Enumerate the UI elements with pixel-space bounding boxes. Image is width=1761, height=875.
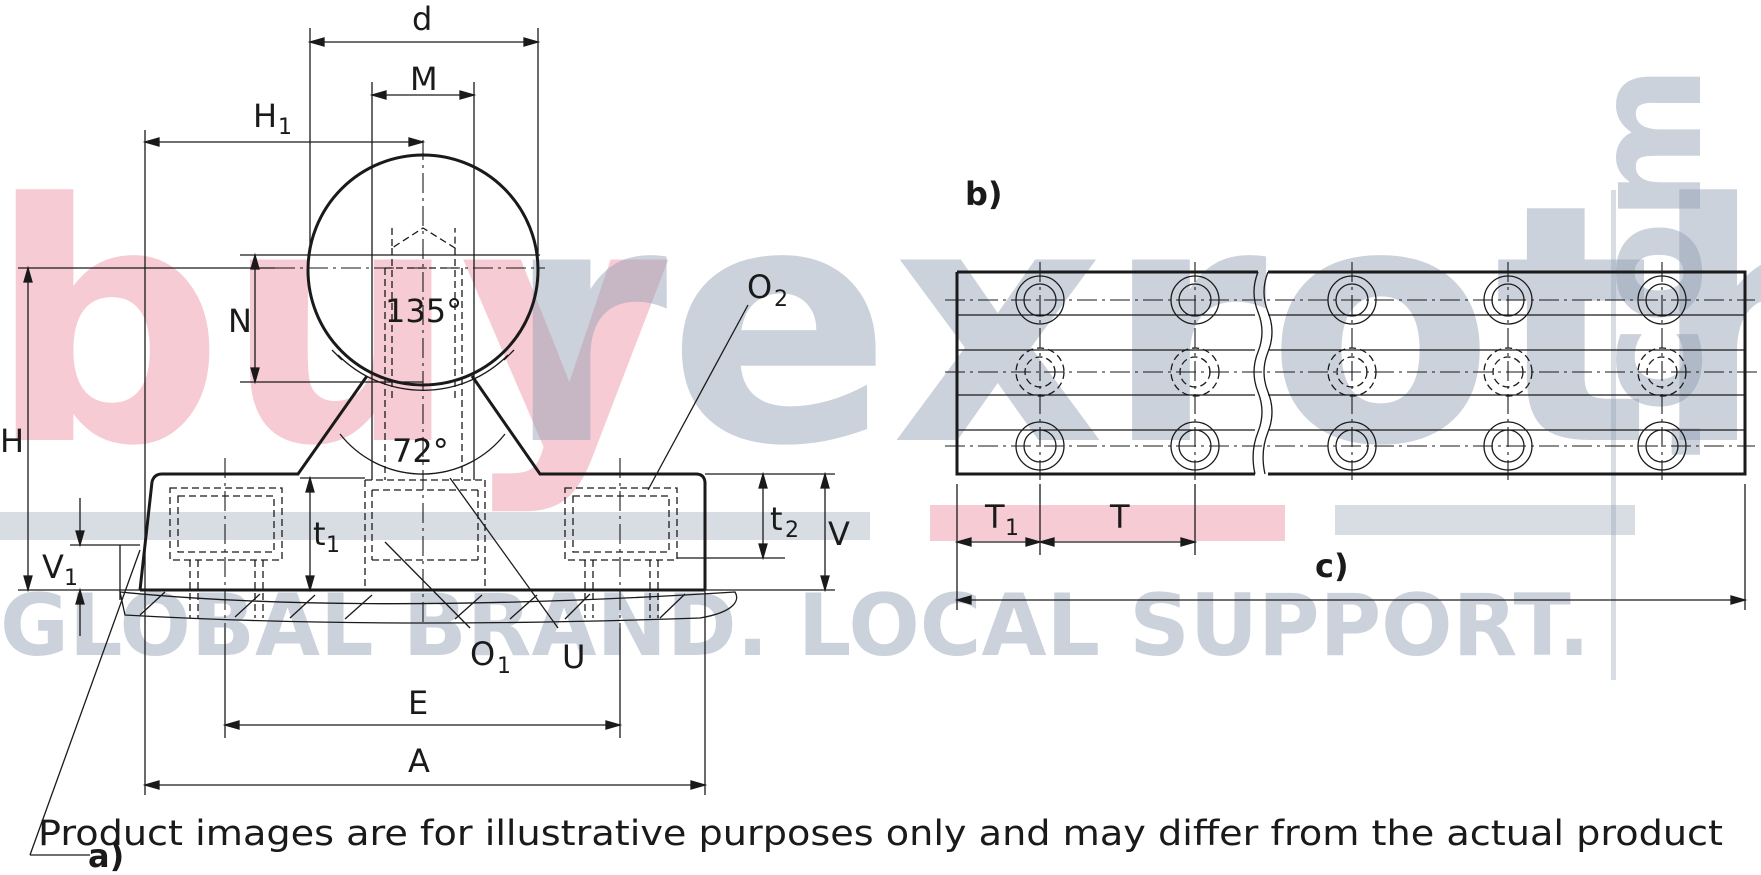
view-a-label: a) xyxy=(88,837,124,875)
view-a-cross-section: d M H 1 N H xyxy=(0,0,850,875)
dim-H1 xyxy=(142,130,426,795)
strip-center-holes xyxy=(1015,347,1687,397)
dim-H1-label: H xyxy=(253,97,277,135)
dim-t2-label: t xyxy=(770,500,783,538)
dim-A-label: A xyxy=(408,742,430,780)
label-O1-sub: 1 xyxy=(497,654,511,679)
view-c-label: c) xyxy=(1315,547,1349,585)
base-hatched-surface xyxy=(119,591,738,624)
view-b-label: b) xyxy=(965,175,1003,213)
center-bolt-hidden xyxy=(364,227,486,590)
dim-N-label: N xyxy=(228,302,252,340)
label-O2-sub: 2 xyxy=(774,287,788,312)
right-fixing-hole-hidden xyxy=(564,487,678,618)
label-angle-135: 135° xyxy=(385,292,462,330)
dim-V-label: V xyxy=(828,515,850,553)
dim-T1-T xyxy=(954,484,1198,610)
strip-center-lines xyxy=(945,262,1761,484)
dim-H1-sub: 1 xyxy=(278,115,292,140)
dim-t2-sub: 2 xyxy=(785,518,799,543)
dim-E-label: E xyxy=(408,684,428,722)
leader-lines xyxy=(29,304,749,856)
watermark-divider xyxy=(1611,190,1616,680)
watermark-band-pink xyxy=(930,505,1285,541)
dim-d-label: d xyxy=(412,0,432,38)
strip-holes xyxy=(1015,275,1687,471)
dim-H-label: H xyxy=(0,422,24,460)
strip-right-outline xyxy=(1268,270,1747,476)
dim-M-label: M xyxy=(410,60,438,98)
dim-d xyxy=(307,28,541,270)
label-U: U xyxy=(562,638,585,676)
view-b-top-view: b) xyxy=(945,175,1761,610)
dim-V1-label: V xyxy=(42,548,64,586)
watermark-domain: .com xyxy=(1562,65,1736,470)
dim-E xyxy=(222,628,623,738)
dim-t1-sub: 1 xyxy=(326,533,340,558)
watermark-brand-rexroth: rexroth xyxy=(505,134,1761,518)
dim-T-label: T xyxy=(1109,498,1130,536)
dim-t1-label: t xyxy=(313,515,326,553)
strip-left-outline xyxy=(955,270,1258,476)
watermark-tagline: GLOBAL BRAND. LOCAL SUPPORT. xyxy=(0,576,1590,676)
watermark-band-grey-right xyxy=(1335,505,1635,535)
dim-V1 xyxy=(70,498,120,636)
watermark: buy rexroth GLOBAL BRAND. LOCAL SUPPORT.… xyxy=(0,65,1761,680)
dim-H xyxy=(18,265,275,593)
break-line-right xyxy=(1262,271,1273,475)
dim-M xyxy=(369,82,477,480)
watermark-brand-buy: buy xyxy=(0,134,674,518)
dim-t2-V xyxy=(677,471,835,593)
label-O2: O xyxy=(747,268,772,306)
dim-t1 xyxy=(300,475,365,593)
dim-T1-sub: 1 xyxy=(1005,516,1019,541)
disclaimer-text: Product images are for illustrative purp… xyxy=(38,814,1723,854)
dim-V1-sub: 1 xyxy=(64,566,78,591)
label-angle-72: 72° xyxy=(392,432,449,470)
left-fixing-hole-hidden xyxy=(169,487,283,618)
dim-A xyxy=(142,590,708,795)
dim-overall-length xyxy=(954,484,1748,610)
label-O1: O xyxy=(470,635,495,673)
dim-T1-label: T xyxy=(984,498,1005,536)
base-hatching xyxy=(139,591,686,620)
rail-body-outline xyxy=(138,375,707,591)
